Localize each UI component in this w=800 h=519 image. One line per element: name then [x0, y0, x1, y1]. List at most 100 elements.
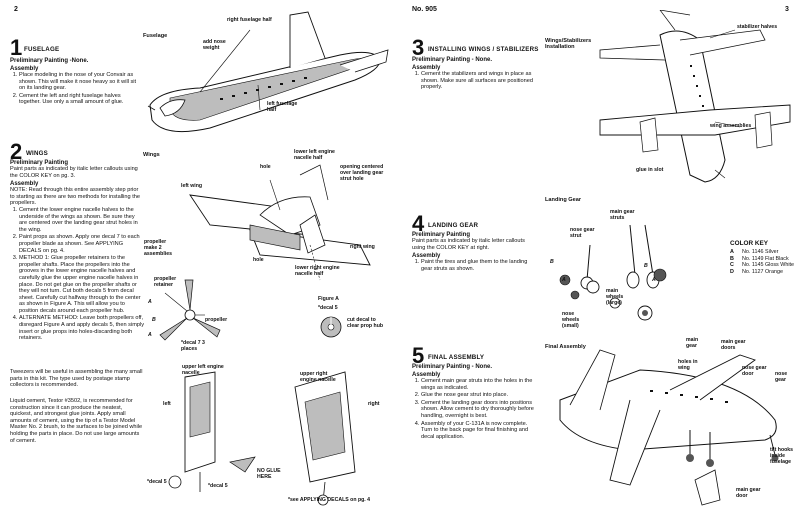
list-item: Cement the landing gear doors into posit… — [421, 400, 540, 420]
color-letter: B — [730, 255, 734, 262]
label-upper-right-nacelle: upper right engine nacelle — [300, 371, 336, 383]
prelim-text: Paint parts as indicated by italic lette… — [10, 166, 138, 179]
step-title: WINGS — [26, 150, 48, 157]
step1-instructions: Preliminary Painting -None. Assembly Pla… — [10, 56, 138, 107]
figure-a-title: Figure A — [318, 296, 339, 302]
label-glue-in-slot: glue in slot — [636, 167, 664, 173]
label-right: right — [368, 401, 380, 407]
fuselage-diagram — [147, 11, 389, 133]
color-key-row: A No. 1146 Silver — [730, 249, 800, 256]
label-main-gear-struts: main gear struts — [610, 209, 635, 221]
list-item: Paint props as shown. Apply one decal 7 … — [19, 234, 144, 254]
list-item: Cement the stabilizers and wings in plac… — [421, 71, 537, 91]
step2-list: Cement the lower engine nacelle halves t… — [10, 207, 144, 342]
figure-a-decal-shape — [320, 316, 342, 338]
diagram-caption: Wings — [143, 152, 160, 158]
page-number: 3 — [785, 6, 789, 13]
label-stabilizer-halves: stabilizer halves — [737, 24, 778, 30]
assembly-heading: Assembly — [412, 65, 441, 71]
step-title: INSTALLING WINGS / STABILIZERS — [428, 46, 539, 53]
step-title: FUSELAGE — [24, 46, 60, 53]
label-main-gear-door: main gear door — [736, 487, 761, 499]
label-lower-right-nacelle: lower right engine nacelle half — [295, 265, 340, 277]
prelim-heading: Preliminary Painting — [10, 160, 69, 166]
color-name: No. 1145 Gloss White — [742, 262, 795, 269]
assembly-heading: Assembly — [10, 66, 39, 72]
label-nose-gear: nose gear — [775, 371, 788, 383]
label-right-wing: right wing — [350, 244, 375, 250]
label-main-wheels: main wheels (large) — [606, 288, 624, 306]
step-number: 1 — [10, 35, 23, 60]
step-number: 2 — [10, 139, 23, 164]
step-number: 4 — [412, 211, 425, 236]
assembly-heading: Assembly — [412, 372, 441, 378]
callout-b: B — [152, 317, 156, 323]
step-number: 3 — [412, 35, 425, 60]
list-item: Cement the left and right fuselage halve… — [19, 93, 138, 106]
wings-diagram — [189, 164, 371, 281]
callout-a: A — [148, 332, 152, 338]
label-decal-5-left: *decal 5 — [147, 479, 167, 485]
step1-list: Place modeling in the nose of your Conva… — [10, 72, 138, 106]
list-item: Assembly of your C-131A is now complete.… — [421, 421, 540, 441]
label-upper-left-nacelle: upper left engine nacelle — [182, 364, 224, 376]
label-nose-gear-door: nose gear door — [742, 365, 767, 377]
right-page: No. 905 3 3 INSTALLING WINGS / STABILIZE… — [400, 0, 800, 519]
propeller-diagram — [159, 279, 221, 341]
list-item: Place modeling in the nose of your Conva… — [19, 72, 138, 92]
color-key-row: C No. 1145 Gloss White — [730, 262, 800, 269]
color-name: No. 1146 Silver — [742, 249, 779, 255]
label-holes-in-wing: holes in wing — [678, 359, 698, 371]
color-letter: A — [730, 249, 734, 255]
label-hole: hole — [260, 164, 271, 170]
prelim-painting: Preliminary Painting - None. — [412, 57, 493, 63]
color-key-row: B No. 1149 Flat Black — [730, 256, 800, 263]
label-tilt-hooks: tilt hooks inside fuselage — [770, 447, 794, 465]
label-left: left — [163, 401, 171, 407]
step-title: LANDING GEAR — [428, 222, 479, 229]
label-hole-bottom: hole — [253, 257, 264, 263]
label-opening: opening centered over landing gear strut… — [340, 164, 384, 182]
color-letter: D — [730, 268, 734, 275]
label-left-fuselage-half: left fuselage half — [267, 101, 298, 113]
label-main-gear: main gear — [686, 337, 699, 349]
color-name: No. 1149 Flat Black — [742, 255, 789, 262]
list-item: ALTERNATE METHOD: Leave both propellers … — [19, 315, 144, 341]
step3-instructions: Preliminary Painting - None. Assembly Ce… — [412, 55, 537, 92]
label-propeller: propeller — [205, 317, 228, 323]
label-lower-left-nacelle: lower left engine nacelle half — [294, 149, 335, 161]
label-decal-5-center: *decal 5 — [208, 483, 228, 489]
list-item: Glue the nose gear strut into place. — [421, 392, 540, 399]
assembly-heading: Assembly — [10, 181, 39, 188]
assembly-heading: Assembly — [412, 253, 441, 260]
diagram-caption: Wings/Stabilizers Installation — [545, 38, 592, 50]
catalog-number: No. 905 — [412, 6, 437, 13]
step5-instructions: Preliminary Painting - None. Assembly Ce… — [412, 362, 540, 441]
prelim-text: Paint parts as indicated by italic lette… — [412, 238, 525, 251]
step3-list: Cement the stabilizers and wings in plac… — [412, 71, 537, 91]
label-nose-weight: add nose weight — [203, 39, 226, 51]
prelim-painting: Preliminary Painting -None. — [10, 58, 89, 64]
nacelle-diagram — [168, 371, 356, 506]
label-nose-wheels: nose wheels (small) — [562, 311, 580, 329]
step2-instructions: Preliminary Painting Paint parts as indi… — [10, 158, 144, 343]
prelim-heading: Preliminary Painting — [412, 232, 471, 238]
left-page: 2 1 FUSELAGE Preliminary Painting -None.… — [0, 0, 400, 519]
color-name: No. 1127 Orange — [742, 268, 783, 275]
step5-list: Cement main gear struts into the holes i… — [412, 378, 540, 440]
page-number: 2 — [14, 6, 18, 13]
step-title: FINAL ASSEMBLY — [428, 354, 485, 361]
label-main-gear-doors: main gear doors — [721, 339, 746, 351]
wings-stabilizers-diagram — [599, 10, 791, 183]
color-letter: C — [730, 262, 734, 269]
assembly-note: NOTE: Read through this entire assembly … — [10, 187, 140, 207]
color-key-row: D No. 1127 Orange — [730, 269, 800, 276]
label-decal-7: *decal 7 3 places — [181, 340, 205, 352]
cement-tip: Liquid cement, Testor #3502, is recommen… — [10, 398, 143, 444]
final-assembly-diagram — [559, 349, 779, 506]
callout-a: A — [562, 277, 566, 283]
step4-instructions: Preliminary Painting Paint parts as indi… — [412, 230, 537, 273]
list-item: Cement the lower engine nacelle halves t… — [19, 207, 144, 233]
step4-list: Paint the tires and glue them to the lan… — [412, 259, 537, 272]
step-number: 5 — [412, 343, 425, 368]
